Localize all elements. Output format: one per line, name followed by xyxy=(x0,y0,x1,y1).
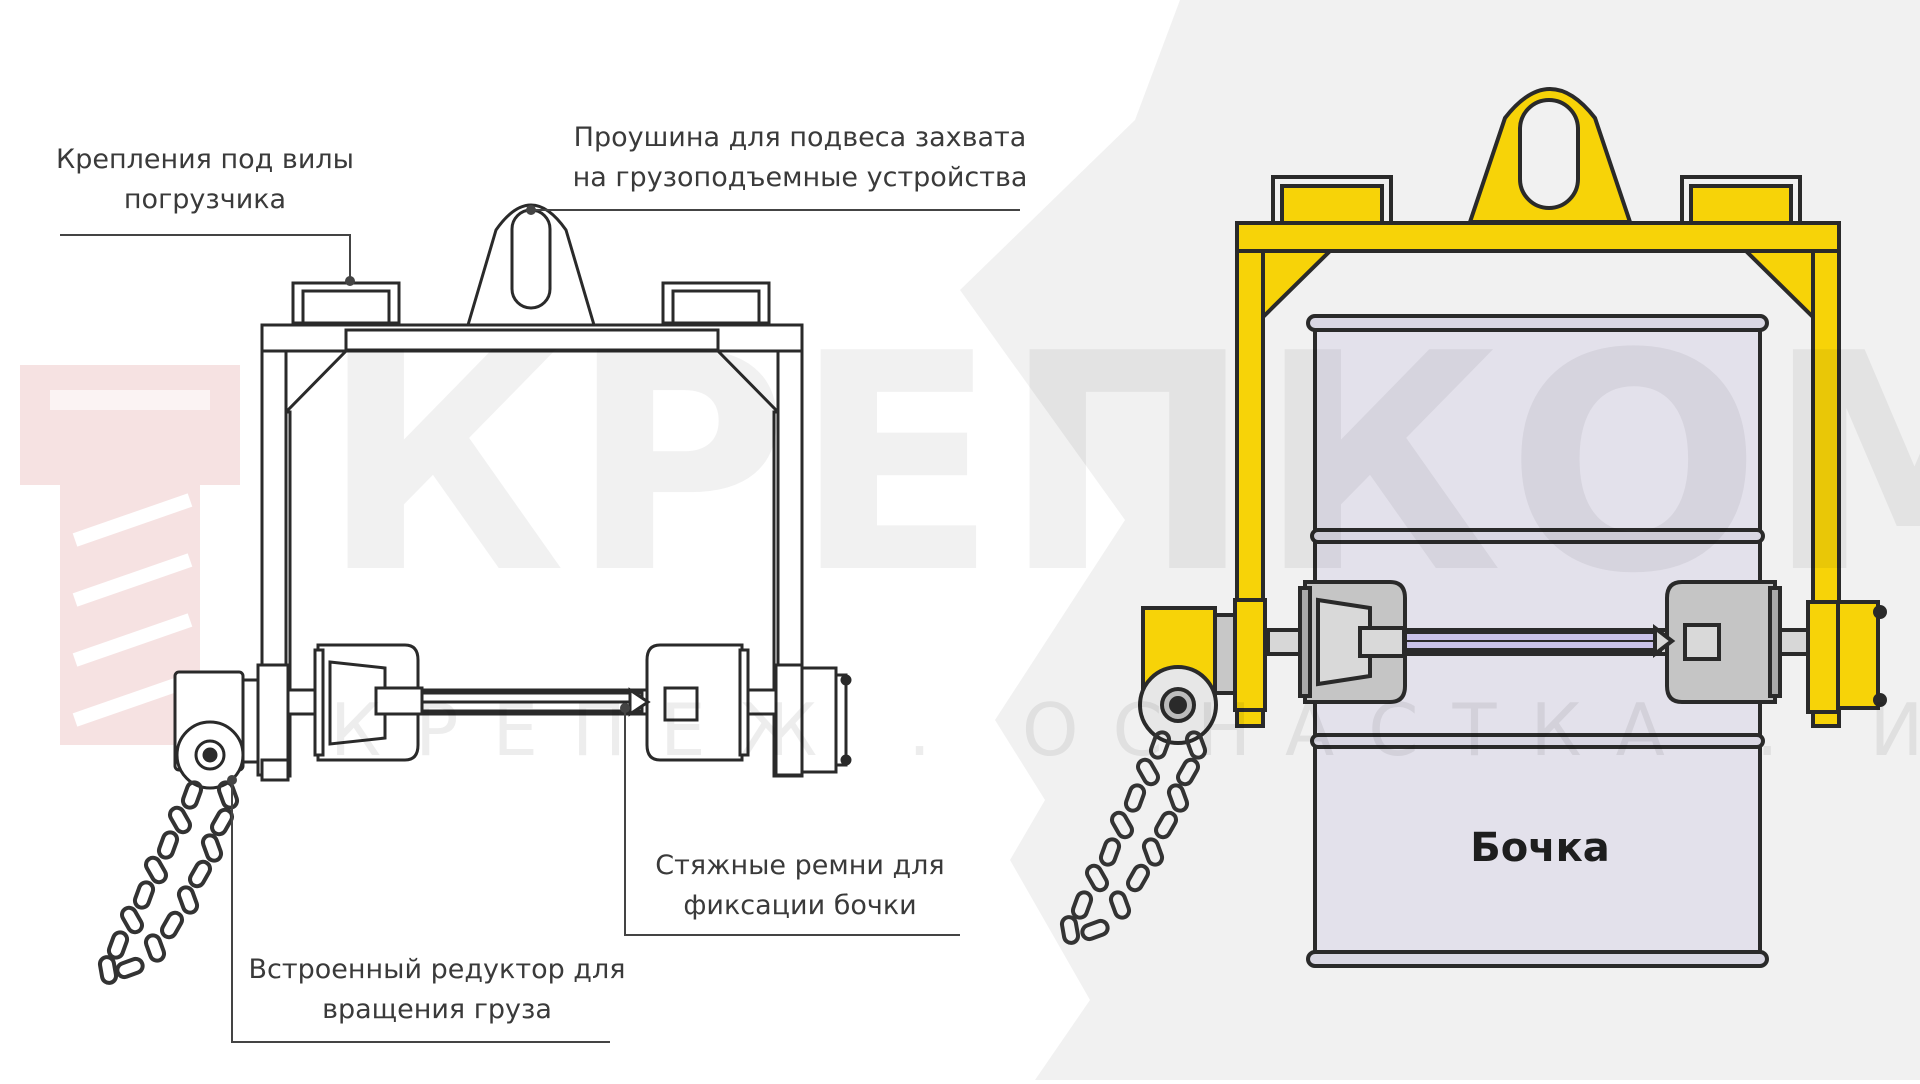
callout-tension-straps: Стяжные ремни для фиксации бочки xyxy=(655,850,945,921)
leader-fork-mounts xyxy=(60,234,351,280)
callout-lifting-eye: Проушина для подвеса захвата на грузопод… xyxy=(572,122,1028,193)
drum-label: Бочка xyxy=(1470,825,1610,871)
callout-gearbox: Встроенный редуктор для вращения груза xyxy=(248,954,626,1025)
watermark-brand: КРЕПКОМ xyxy=(320,290,1920,639)
watermark-tagline: КРЕПЕЖ . ОСНАСТКА . ИНСТРУМЕНТ xyxy=(330,688,1920,772)
left-chain xyxy=(96,778,242,987)
left-clamp-pad xyxy=(316,643,420,762)
bolt-icon xyxy=(20,365,240,745)
gripper-colored xyxy=(1138,87,1887,745)
leader-lines xyxy=(60,205,1020,1043)
leader-tension-straps xyxy=(624,708,960,936)
callout-fork-mounts: Крепления под вилы погрузчика xyxy=(56,144,354,215)
leader-gearbox xyxy=(231,780,610,1043)
